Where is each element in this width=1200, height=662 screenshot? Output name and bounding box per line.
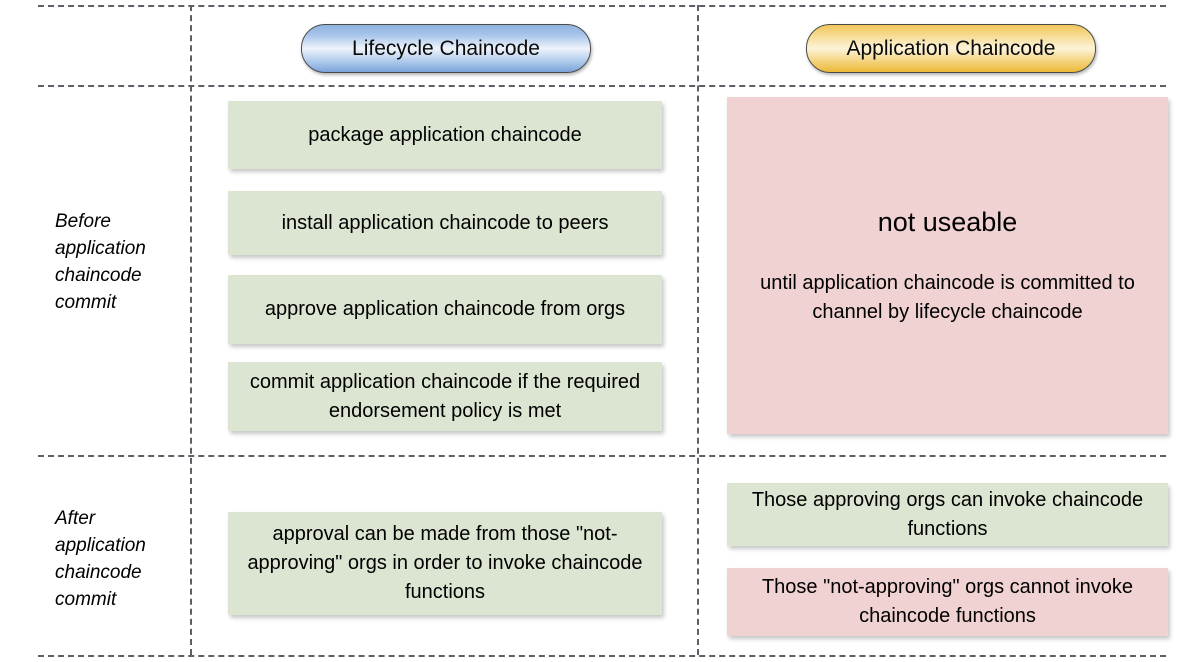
status-box-approving-orgs-can-invoke: Those approving orgs can invoke chaincod…: [727, 483, 1168, 546]
column-header-lifecycle-label: Lifecycle Chaincode: [352, 36, 540, 60]
step-box-approve-chaincode: approve application chaincode from orgs: [228, 275, 662, 344]
row-label-before-commit: Before application chaincode commit: [55, 211, 146, 313]
column-header-lifecycle-chaincode: Lifecycle Chaincode: [301, 24, 591, 73]
row-label-after-commit: After application chaincode commit: [55, 508, 146, 610]
status-box-not-useable: not useable until application chaincode …: [727, 97, 1168, 434]
grid-line-header: [38, 85, 1166, 87]
status-box-subline: until application chaincode is committed…: [760, 271, 1135, 323]
grid-line-column-left: [190, 5, 192, 655]
status-box-headline: not useable: [877, 206, 1018, 237]
grid-line-bottom: [38, 655, 1166, 657]
step-box-package-chaincode: package application chaincode: [228, 101, 662, 169]
grid-line-column-right: [697, 5, 699, 655]
grid-line-top: [38, 5, 1166, 7]
step-box-commit-chaincode: commit application chaincode if the requ…: [228, 362, 662, 431]
status-box-not-approving-orgs-cannot-invoke: Those "not-approving" orgs cannot invoke…: [727, 568, 1168, 636]
grid-line-row-split: [38, 455, 1166, 457]
step-box-install-chaincode: install application chaincode to peers: [228, 191, 662, 255]
step-box-approval-after-commit: approval can be made from those "not-app…: [228, 512, 662, 615]
column-header-application-label: Application Chaincode: [846, 36, 1056, 60]
column-header-application-chaincode: Application Chaincode: [806, 24, 1096, 73]
